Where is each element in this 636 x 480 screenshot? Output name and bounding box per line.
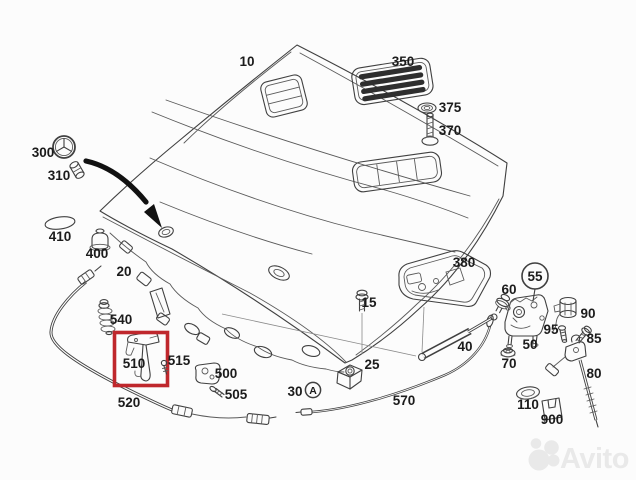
part-label-500: 500 (215, 366, 238, 381)
emblem-hole (158, 226, 174, 238)
highlight-box (112, 330, 170, 388)
part-label-20: 20 (116, 264, 131, 279)
emblem-300 (52, 135, 76, 159)
part-label-370: 370 (439, 123, 462, 138)
part-label-55: 55 (527, 269, 543, 284)
pin-310 (69, 161, 85, 179)
part-label-60: 60 (501, 282, 516, 297)
release-cable-520 (49, 265, 277, 425)
inner-band (102, 216, 347, 373)
rubber-block-25 (336, 364, 363, 390)
avito-logo-icon (528, 438, 560, 471)
bracket-900 (541, 397, 563, 424)
seal-410 (44, 216, 76, 230)
part-label-95: 95 (543, 322, 559, 337)
buffer-400 (89, 228, 111, 252)
part-label-520: 520 (118, 395, 141, 410)
part-label-15: 15 (361, 295, 377, 310)
part-label-300: 300 (32, 145, 55, 160)
part-label-110: 110 (517, 397, 539, 412)
gas-strut-40 (417, 306, 498, 362)
part-label-510: 510 (123, 356, 146, 371)
part-label-10: 10 (239, 54, 254, 69)
bolt-370 (421, 112, 439, 146)
part-label-90: 90 (580, 306, 595, 321)
part-label-900: 900 (541, 412, 564, 427)
callout-circle-55 (521, 262, 549, 302)
grommet-110 (516, 386, 540, 400)
clip-set (119, 240, 321, 359)
hood-lock-50 (504, 294, 549, 348)
release-rod-80 (545, 334, 599, 428)
hood-vent-cutout-left (260, 74, 308, 118)
part-label-85: 85 (586, 331, 602, 346)
hood-panel (99, 44, 508, 364)
part-label-505: 505 (225, 387, 248, 402)
nut-70 (500, 347, 516, 358)
part-label-410: 410 (49, 229, 72, 244)
part-label-350: 350 (392, 54, 415, 69)
part-label-540: 540 (110, 312, 133, 327)
part-label-310: 310 (48, 168, 71, 183)
part-label-515: 515 (168, 353, 191, 368)
part-label-70: 70 (501, 356, 516, 371)
assembly-ref-letter: A (309, 385, 317, 397)
mounting-arrow (83, 158, 162, 228)
stud-95 (557, 325, 568, 343)
part-label-80: 80 (586, 366, 601, 381)
screw-515 (160, 359, 169, 375)
inner-panel-380 (398, 250, 492, 307)
part-label-50: 50 (522, 337, 537, 352)
part-label-570: 570 (393, 393, 416, 408)
part-label-375: 375 (439, 100, 462, 115)
bracket-500 (194, 362, 221, 385)
hood-vent-opening-right (351, 151, 443, 193)
part-label-25: 25 (364, 357, 380, 372)
leader-line (221, 313, 417, 357)
spring-bolt-540 (97, 299, 116, 336)
vent-grille-350 (351, 57, 434, 106)
part-label-40: 40 (457, 339, 472, 354)
washer-375 (417, 102, 437, 114)
bolt-15 (355, 289, 369, 354)
mercedes-star-icon (54, 137, 74, 157)
part-label-400: 400 (86, 246, 109, 261)
actuator-90 (552, 296, 577, 332)
part-labels: 10 350 375 370 300 310 410 400 20 540 51… (32, 54, 602, 427)
watermark-brand-text: Avito (560, 443, 629, 475)
watermark-avito: Avito (528, 438, 629, 475)
part-label-30: 30 (287, 384, 302, 399)
part-label-380: 380 (453, 255, 476, 270)
bolt-505 (209, 385, 225, 398)
assembly-ref-30: A (304, 381, 322, 399)
